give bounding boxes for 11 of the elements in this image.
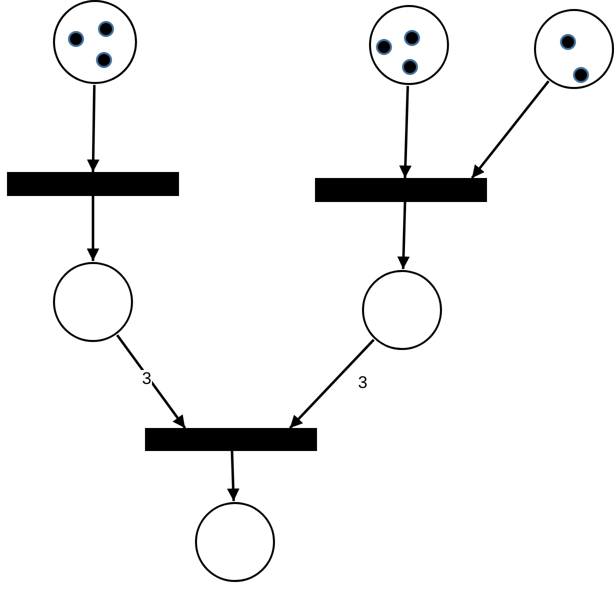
transition-bar [145, 428, 317, 451]
arrow [399, 86, 412, 178]
arrow [471, 80, 550, 179]
transition-bar [315, 178, 487, 202]
transition-bar [7, 172, 179, 196]
arrow [116, 334, 186, 429]
arrow [227, 450, 240, 502]
arrow [397, 202, 410, 270]
arrow [86, 84, 100, 172]
arrow [289, 338, 375, 429]
arrow [86, 196, 100, 261]
